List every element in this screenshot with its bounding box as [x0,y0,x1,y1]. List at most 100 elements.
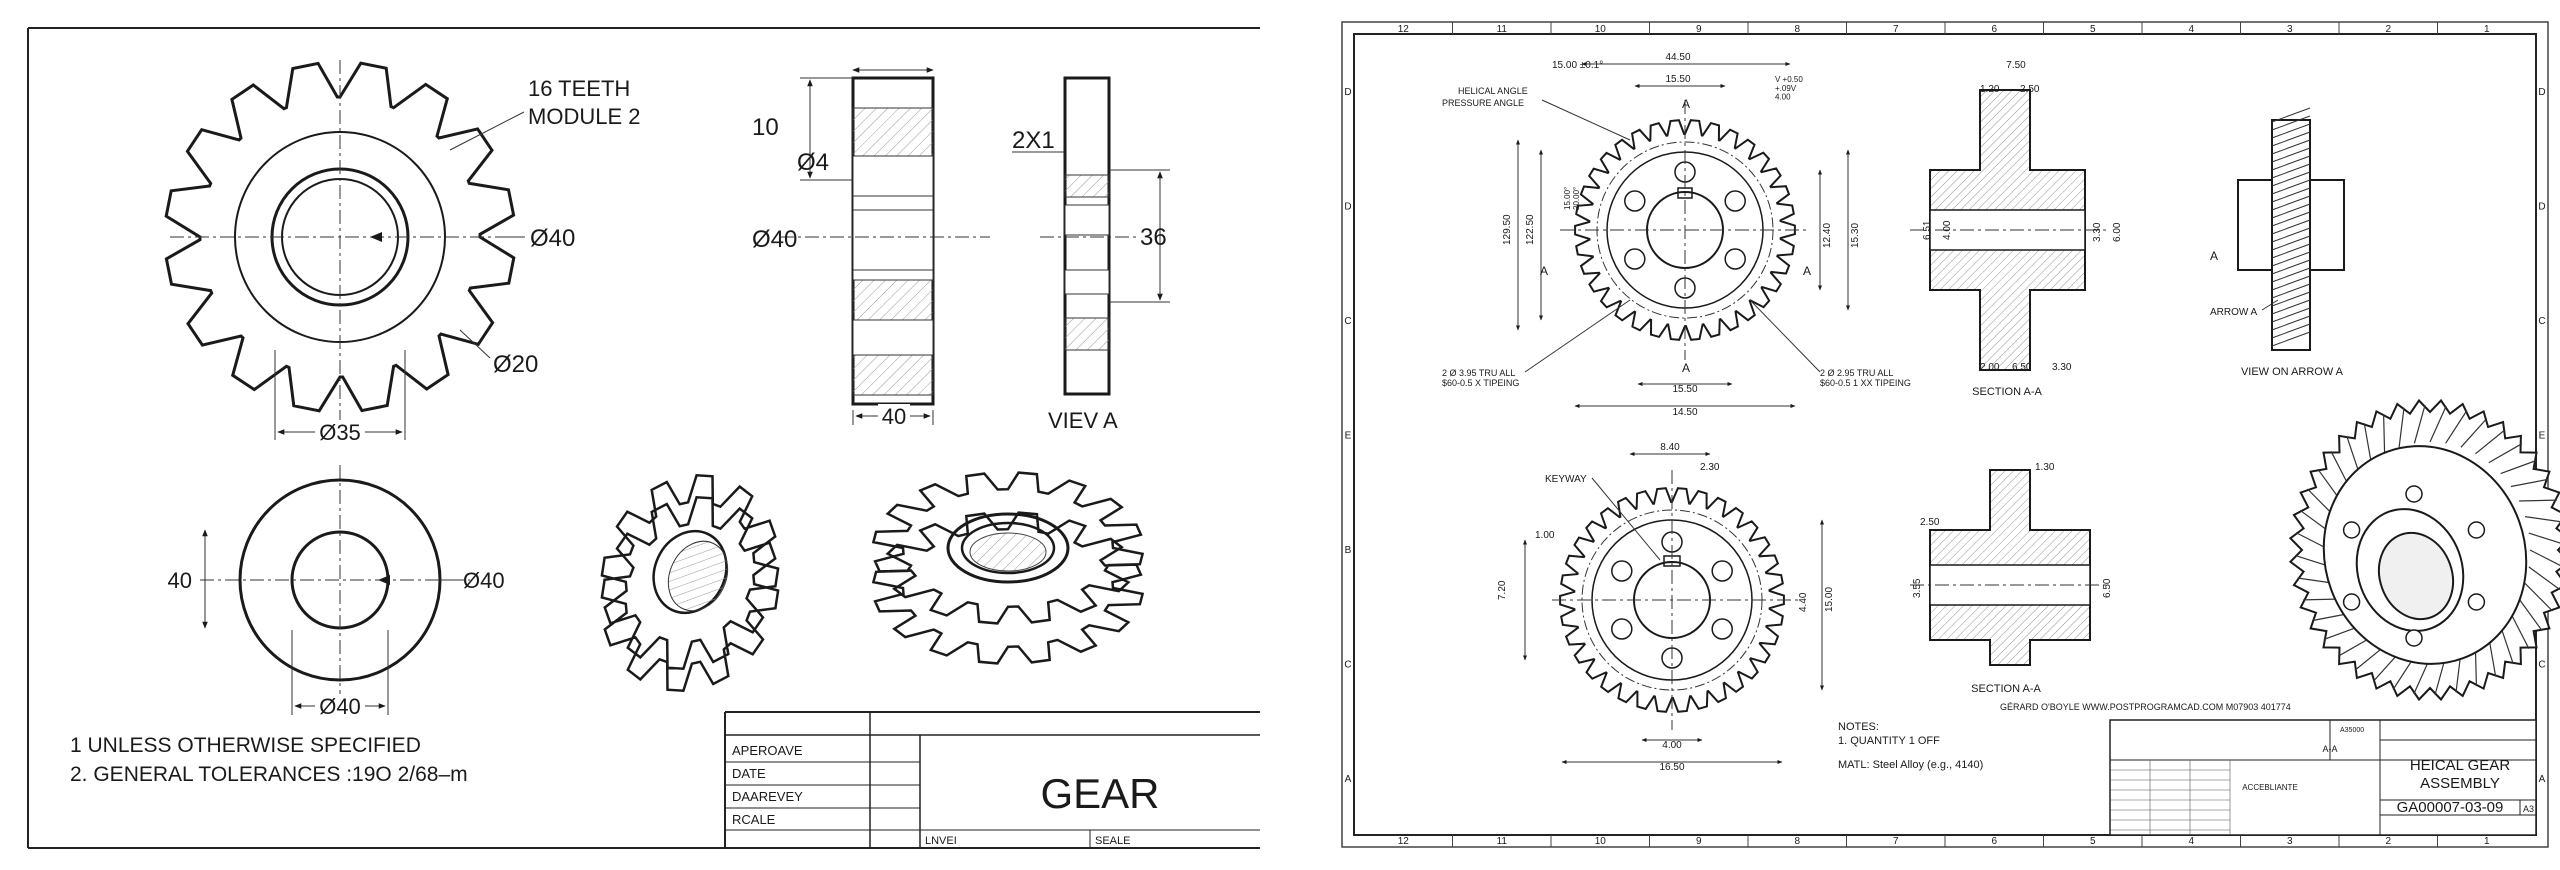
tb-bottom-right: SEALE [1095,835,1130,847]
section-mark-right: A [1803,264,1811,278]
helical-tooth-line [2271,243,2311,259]
bot-d2: 2.30 [1700,462,1720,473]
helical-tooth-line [2271,115,2311,131]
helical-tooth-line [2271,131,2311,147]
tb-title: GEAR [1040,770,1159,817]
bot-v4: 15.00 [1824,587,1835,612]
view-a [1040,76,1140,396]
bolt-hole [1624,190,1646,212]
note-2: 2. GENERAL TOLERANCES :19O 2/68–m [70,763,468,786]
dim-top-v3: 15.00°20.00° [1563,187,1581,210]
sec-top-b2: 6.50 [2012,362,2032,373]
dim-top-d3: 15.50 [1665,74,1690,85]
notes-title: NOTES: [1838,721,1879,733]
dim-top-v4: 12.40 [1822,223,1833,248]
notes-item-1: 1. QUANTITY 1 OFF [1838,735,1940,747]
helical-tooth-line [2519,499,2557,502]
bolt-hole [2342,521,2361,539]
zone-letter: A [1345,774,1352,785]
bolt-hole [1611,618,1633,640]
helical-tooth-line [2271,291,2311,307]
zone-number: 9 [1696,836,1702,847]
helical-tooth-line [2271,251,2311,267]
sec-top-label: SECTION A-A [1972,386,2042,398]
dim-top-v2: 122.50 [1525,214,1536,245]
zone-number: 7 [1893,836,1899,847]
view-arrow-label: VIEW ON ARROW A [2241,366,2344,378]
label-helical-angle: HELICAL ANGLE [1458,86,1528,96]
helical-tooth-line [2271,203,2311,219]
bot-b1: 4.00 [1662,740,1682,751]
zone-letter: E [1345,431,1352,442]
bolt-hole [1724,248,1746,270]
tb-row3: DAAREVEY [732,789,803,804]
sec-top-b3: 3.30 [2052,362,2072,373]
helical-tooth-line [2510,613,2530,649]
zone-letter: D [1344,202,1351,213]
tb-title-2: ASSEMBLY [2420,775,2500,792]
bolt-hole [1611,560,1633,582]
gear-spec-teeth: 16 TEETH [528,76,630,101]
bolt-hole [2405,485,2423,503]
helical-tooth-line [2510,478,2549,488]
helical-tooth-line [2271,123,2311,139]
gear-spec-module: MODULE 2 [528,104,640,129]
zone-number: 6 [1992,836,1998,847]
helical-tooth-line [2271,163,2311,179]
helical-tooth-line [2271,267,2311,283]
zone-number: 6 [1992,24,1998,35]
zone-number: 8 [1795,24,1801,35]
dim-top-b1: 15.50 [1672,384,1697,395]
bolt-hole [1711,618,1733,640]
zone-number: 12 [1398,24,1410,35]
dim-hub-bottom: Ø40 [319,694,361,719]
helical-tooth-line [2271,219,2311,235]
zone-letter: A [2539,774,2546,785]
dim-top-b2: 14.50 [1672,407,1697,418]
bolt-hole [2467,593,2486,611]
zone-letter: C [1344,659,1351,670]
tb-dwg-no: GA00007-03-09 [2397,799,2504,816]
helical-tooth-line [2445,410,2468,444]
sec-bot-v2: 6.50 [2102,578,2113,598]
front-view-gear [164,60,520,420]
helical-tooth-line [2271,299,2311,315]
dim-top-d1: 15.00 ±0.1° [1552,60,1603,71]
bolt-hole [2467,521,2486,539]
zone-letter: D [2538,87,2545,98]
zone-number: 7 [1893,24,1899,35]
helical-tooth-line [2271,155,2311,171]
hole-callout-left: 2 Ø 3.95 TRU ALL$60-0.5 X TIPEING [1442,368,1519,388]
sec-top-d2: 1.20 [1980,84,2000,95]
dim-side-04: Ø4 [797,149,829,176]
zone-letter: E [2539,431,2546,442]
zone-number: 3 [2287,24,2293,35]
dim-side-10: 10 [752,114,779,141]
helical-tooth-line [2271,227,2311,243]
left-drawing-sheet: 16 TEETH MODULE 2 Ø40 Ø20 Ø35 10 Ø4 Ø40 … [0,0,1260,870]
bolt-hole [1624,248,1646,270]
isometric-gear-small [600,473,780,693]
helical-tooth-line [2529,549,2560,567]
tb-title-1: HEICAL GEAR [2410,757,2510,774]
helical-tooth-line [2528,566,2560,591]
dim-side-40: 40 [882,404,906,429]
helical-tooth-line [2271,195,2311,211]
sec-top-v4: 6.00 [2112,222,2123,242]
hub-view [200,465,470,700]
sec-bot-d1: 1.30 [2035,462,2055,473]
helical-tooth-line [2271,147,2311,163]
zone-number: 8 [1795,836,1801,847]
helical-tooth-line [2271,179,2311,195]
helical-tooth-line [2524,582,2553,612]
zone-letter: B [1345,545,1352,556]
dim-top-v5: 15.30 [1850,223,1861,248]
sec-top-v3: 3.30 [2092,222,2103,242]
dim-front-od: Ø40 [530,225,575,252]
helical-tooth-line [2413,404,2426,444]
arrow-a-label: ARROW A [2210,307,2258,318]
bot-v3: 4.40 [1798,592,1809,612]
